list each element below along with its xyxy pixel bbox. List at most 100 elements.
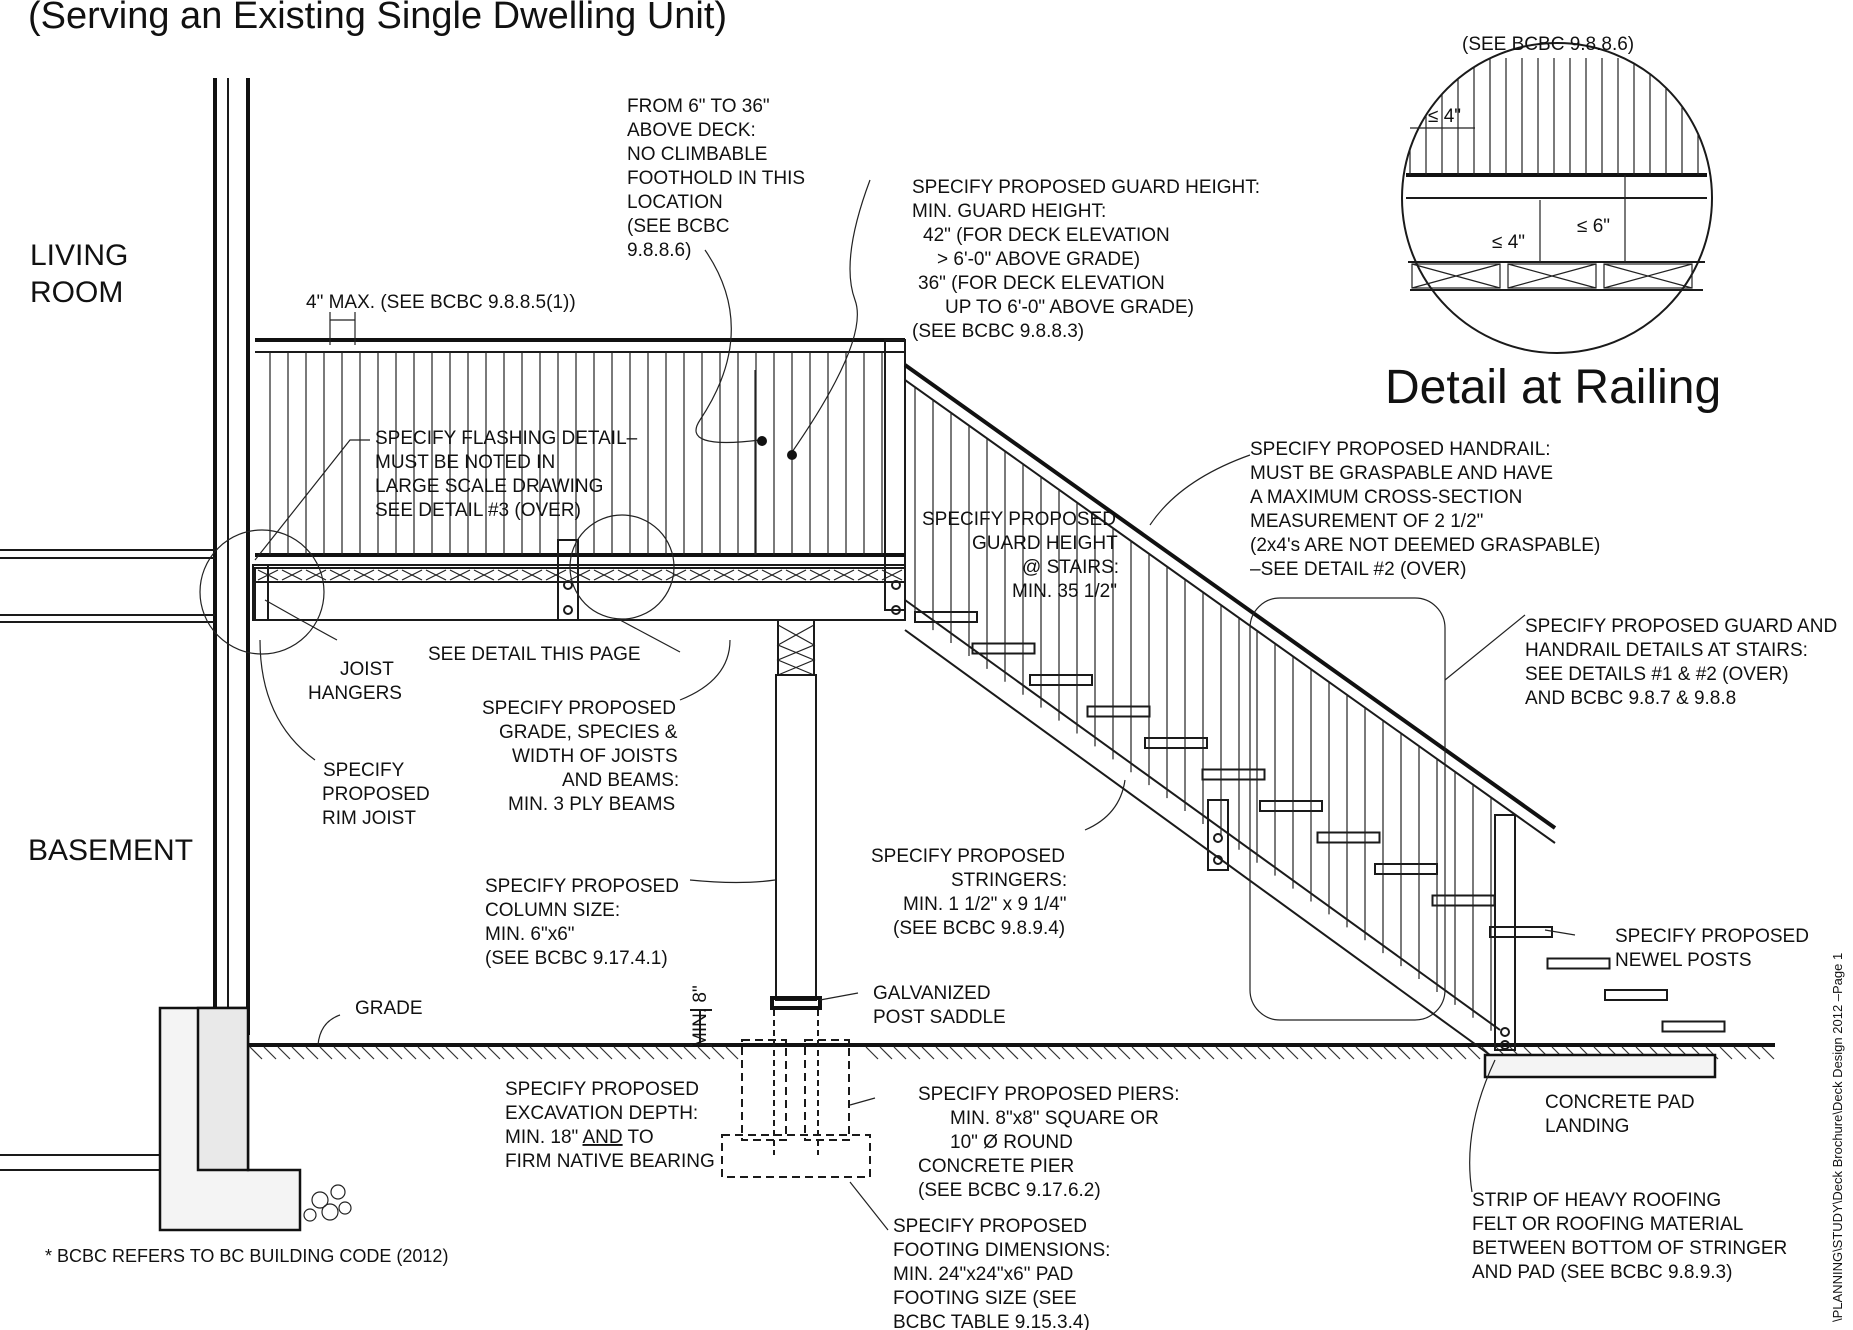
stair-tread <box>1546 957 1611 970</box>
note-joist-hangers: JOIST HANGERS <box>308 659 402 704</box>
note-min-8: MIN. 8" <box>690 985 711 1048</box>
note-guard-stairs: SPECIFY PROPOSED GUARD HEIGHT @ STAIRS: … <box>922 509 1124 602</box>
detail-board-cross <box>1507 263 1597 289</box>
grade-hatch <box>375 1046 389 1060</box>
grade-hatch <box>1453 1046 1467 1060</box>
grade-hatch <box>669 1046 683 1060</box>
note-concrete-pad: CONCRETE PAD LANDING <box>1545 1092 1700 1137</box>
stair-assembly <box>903 363 1726 1056</box>
stair-tread <box>1316 831 1381 844</box>
stair-tread <box>1374 863 1438 875</box>
grade-hatch <box>1369 1046 1383 1060</box>
file-path-label: \PLANNING\STUDY\Deck Brochure\Deck Desig… <box>1830 953 1845 1322</box>
deck-board <box>497 569 519 581</box>
grade-hatch <box>277 1046 291 1060</box>
note-stringers: SPECIFY PROPOSED STRINGERS: MIN. 1 1/2" … <box>871 846 1072 939</box>
deck-board <box>473 569 495 581</box>
note-4in-max: 4" MAX. (SEE BCBC 9.8.8.5(1)) <box>306 292 576 313</box>
grade-hatch <box>1243 1046 1257 1060</box>
grade-hatch <box>319 1046 333 1060</box>
grade-hatch <box>1075 1046 1089 1060</box>
note-climbable: FROM 6" TO 36" ABOVE DECK: NO CLIMBABLE … <box>627 96 810 261</box>
grade-hatch <box>1327 1046 1341 1060</box>
grade-hatch <box>1145 1046 1159 1060</box>
grade-hatch <box>263 1046 277 1060</box>
detail-dim-mid: ≤ 4" <box>1492 232 1525 253</box>
deck-board <box>857 569 879 581</box>
grade-hatch <box>557 1046 571 1060</box>
grade-hatch <box>697 1046 711 1060</box>
drawing-title: (Serving an Existing Single Dwelling Uni… <box>28 0 727 37</box>
grade-hatch <box>1173 1046 1187 1060</box>
concrete-pad <box>1483 1053 1717 1079</box>
grade-hatch <box>1047 1046 1061 1060</box>
footnote: * BCBC REFERS TO BC BUILDING CODE (2012) <box>45 1246 448 1266</box>
note-grade: GRADE <box>355 998 423 1019</box>
grade-hatch <box>921 1046 935 1060</box>
detail-board-cross <box>1411 263 1501 289</box>
grade-hatch <box>1061 1046 1075 1060</box>
detail-dim-top: ≤ 4" <box>1428 106 1461 127</box>
room-label-basement: BASEMENT <box>28 834 193 867</box>
deck-board <box>281 569 303 581</box>
grade-hatch <box>1355 1046 1369 1060</box>
grade-hatch <box>1229 1046 1243 1060</box>
note-newel: SPECIFY PROPOSED NEWEL POSTS <box>1615 926 1814 971</box>
grade-hatch <box>1005 1046 1019 1060</box>
detail-title: Detail at Railing <box>1385 361 1721 414</box>
deck-board <box>593 569 615 581</box>
grade-hatch <box>1033 1046 1047 1060</box>
detail-board <box>1603 263 1693 289</box>
grade-hatch <box>1103 1046 1117 1060</box>
note-see-detail: SEE DETAIL THIS PAGE <box>428 644 641 665</box>
deck-board <box>641 569 663 581</box>
grade-hatch <box>725 1046 739 1060</box>
deck-board <box>329 569 351 581</box>
grade-hatch <box>501 1046 515 1060</box>
grade-hatch <box>1131 1046 1145 1060</box>
grade-hatch <box>347 1046 361 1060</box>
deck-board <box>377 569 399 581</box>
grade-hatch <box>599 1046 613 1060</box>
deck-board <box>425 569 447 581</box>
grade-hatch <box>963 1046 977 1060</box>
grade-hatch <box>431 1046 445 1060</box>
grade-hatch <box>613 1046 627 1060</box>
railing-detail: (SEE BCBC 9.8.8.6) ≤ 4" ≤ 4" ≤ 6" <box>1401 34 1713 354</box>
note-roofing: STRIP OF HEAVY ROOFING FELT OR ROOFING M… <box>1472 1190 1793 1283</box>
grade-hatch <box>655 1046 669 1060</box>
detail-ref: (SEE BCBC 9.8.8.6) <box>1462 34 1634 55</box>
grade-hatch <box>1733 1046 1747 1060</box>
grade-hatch <box>1187 1046 1201 1060</box>
grade-hatch <box>459 1046 473 1060</box>
note-rim-joist: SPECIFY PROPOSED RIM JOIST <box>322 760 435 829</box>
deck-board <box>617 569 639 581</box>
stair-tread <box>1431 894 1496 907</box>
deck-board <box>881 569 903 581</box>
deck-board <box>353 569 375 581</box>
deck-board <box>449 569 471 581</box>
deck-board <box>785 569 807 581</box>
grade-hatch <box>1257 1046 1271 1060</box>
note-guard-height: SPECIFY PROPOSED GUARD HEIGHT: MIN. GUAR… <box>912 177 1265 342</box>
grade-hatch <box>389 1046 403 1060</box>
grade-hatch <box>445 1046 459 1060</box>
grade-hatch <box>683 1046 697 1060</box>
deck-board <box>761 569 783 581</box>
stair-tread <box>971 642 1036 655</box>
flashing-callout-circle <box>199 529 325 655</box>
grade-hatch <box>1201 1046 1215 1060</box>
note-saddle: GALVANIZED POST SADDLE <box>873 983 1006 1028</box>
stair-tread <box>1144 737 1208 749</box>
grade-hatch <box>543 1046 557 1060</box>
grade-hatch <box>1159 1046 1173 1060</box>
deck-board <box>809 569 831 581</box>
note-handrail: SPECIFY PROPOSED HANDRAIL: MUST BE GRASP… <box>1250 439 1606 580</box>
detail-board <box>1507 263 1597 289</box>
column-assembly <box>690 619 871 1178</box>
deck-board <box>521 569 543 581</box>
grade-hatch <box>935 1046 949 1060</box>
deck-board <box>689 569 711 581</box>
grade-hatch <box>627 1046 641 1060</box>
